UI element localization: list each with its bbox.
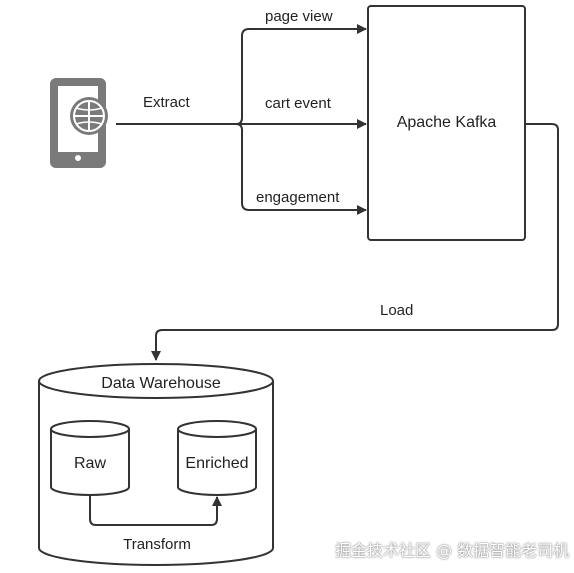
- edge-label-engagement: engagement: [256, 189, 340, 206]
- mobile-phone-globe-icon: [50, 78, 108, 168]
- transform-edge: [89, 495, 222, 526]
- load-edge: [151, 123, 559, 361]
- watermark-text: 掘金技术社区 @ 数据智能老司机: [335, 541, 570, 560]
- enriched-store-cylinder: [177, 420, 257, 496]
- kafka-label: Apache Kafka: [397, 114, 497, 131]
- raw-store-label: Raw: [74, 455, 106, 472]
- edge-label-cart-event: cart event: [265, 95, 332, 112]
- transform-label: Transform: [123, 536, 191, 553]
- enriched-store-label: Enriched: [185, 455, 248, 472]
- raw-store-cylinder: [50, 420, 130, 496]
- extract-label: Extract: [143, 94, 191, 111]
- load-label: Load: [380, 302, 413, 319]
- edge-page-view: [235, 24, 367, 125]
- edge-engagement: [235, 123, 367, 215]
- edge-label-page-view: page view: [265, 8, 333, 25]
- warehouse-label: Data Warehouse: [101, 375, 221, 392]
